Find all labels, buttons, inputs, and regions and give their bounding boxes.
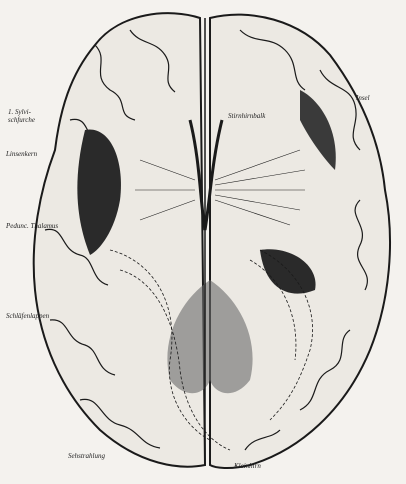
label-cerebellum: Kleinhirn [234, 462, 261, 470]
label-sylvian: 1. Sylvi- schfurche [8, 108, 35, 124]
right-hemisphere [210, 15, 390, 468]
left-hemisphere [34, 13, 205, 466]
label-lateral: Linsenkern [6, 150, 37, 158]
label-temporal: Schläfenlappen [6, 312, 49, 320]
label-lateral-b: Pedunc. Thalamus [6, 222, 58, 230]
label-insula: Insel [356, 94, 370, 102]
label-frontal-radiation: Stirnhirnbalk [228, 112, 265, 120]
label-optic-radiation: Sehstrahlung [68, 452, 105, 460]
